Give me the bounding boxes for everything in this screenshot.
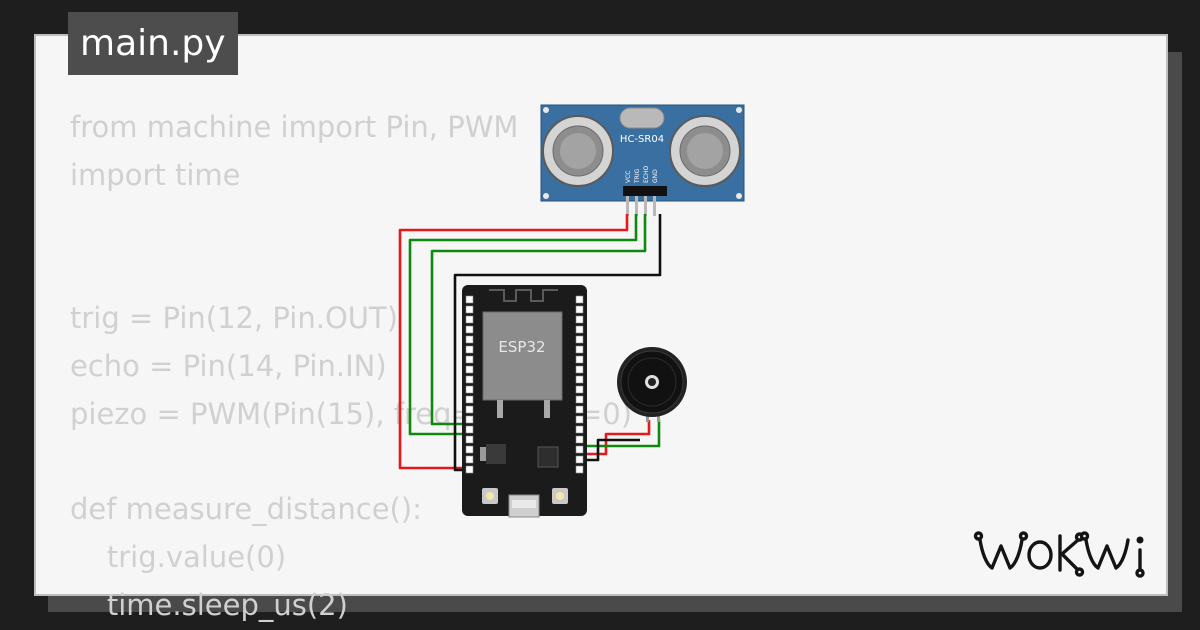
code-line: from machine import Pin, PWM (70, 110, 519, 144)
code-line: trig = Pin(12, Pin.OUT) (70, 301, 399, 336)
piezo-buzzer-icon[interactable] (617, 347, 687, 422)
sensor-label: HC-SR04 (620, 134, 664, 145)
sensor-pin-label: TRIG (634, 168, 641, 184)
sensor-transducer-right (669, 115, 741, 187)
sensor-pin-label: GND (652, 169, 659, 183)
wokwi-logo (973, 531, 1145, 578)
sensor-pin-label: ECHO (643, 166, 650, 183)
code-line: def measure_distance(): (70, 492, 422, 527)
code-line: echo = Pin(14, Pin.IN) (70, 348, 387, 383)
wires (398, 214, 662, 472)
code-editor: from machine import Pin, PWM import time t… (70, 104, 632, 630)
wire-buzzer-red (585, 420, 651, 456)
file-tab[interactable]: main.py (68, 12, 238, 75)
esp32-board[interactable]: ESP32 (462, 285, 587, 518)
sensor-pin-label: VCC (625, 171, 632, 183)
wire-trig (408, 214, 638, 436)
ultrasonic-sensor[interactable]: HC-SR04 VCC TRIG ECHO GND (540, 104, 745, 216)
wire-echo (430, 214, 647, 426)
code-line: time.sleep_us(2) (70, 587, 348, 622)
board-label: ESP32 (498, 338, 545, 356)
wire-buzzer-black (583, 438, 640, 462)
wire-vcc (398, 214, 629, 470)
sensor-transducer-left (542, 115, 614, 187)
wire-buzzer-green (580, 420, 661, 448)
wire-gnd (453, 214, 662, 472)
code-line: import time (70, 157, 241, 192)
code-line: trig.value(0) (70, 540, 287, 575)
